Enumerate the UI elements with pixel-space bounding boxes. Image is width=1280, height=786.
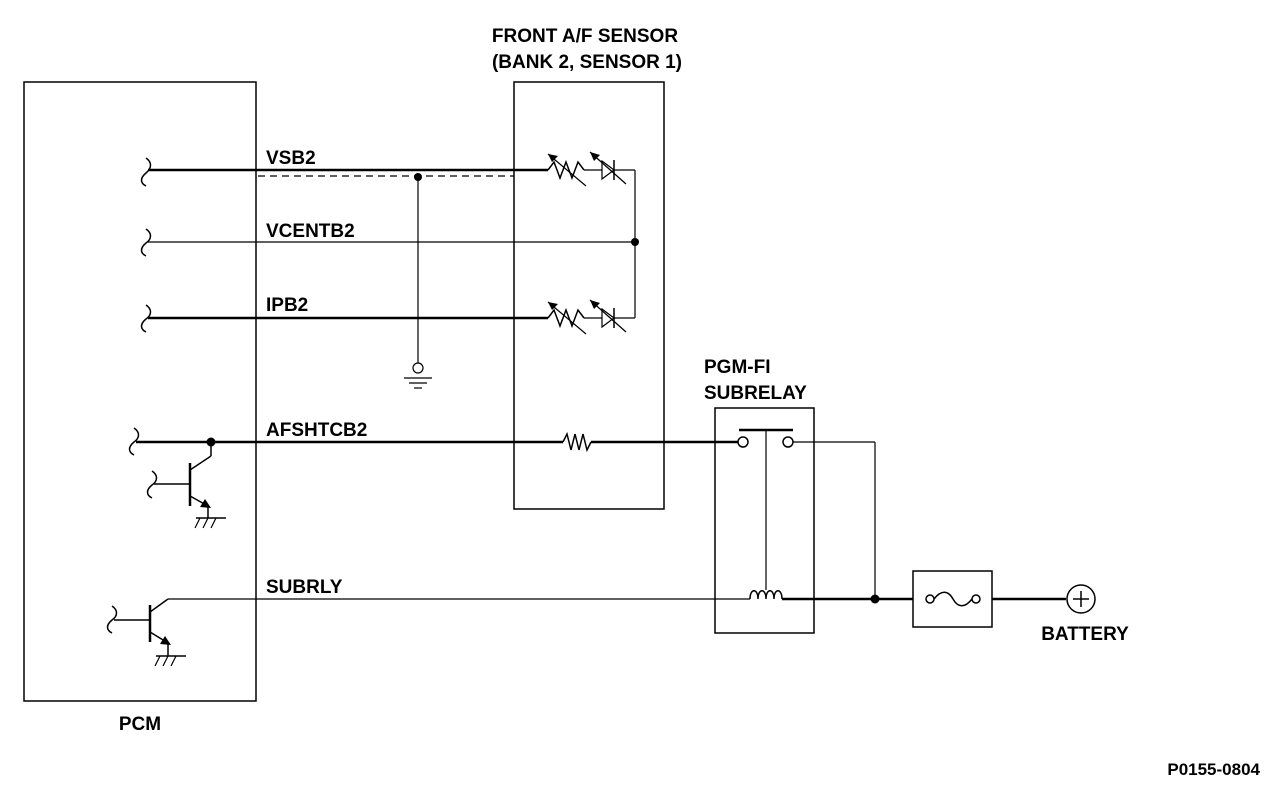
sensor-lower-cell <box>547 299 635 335</box>
subrelay-coil <box>749 590 913 601</box>
subrelay-driver-transistor <box>106 598 186 667</box>
pcm-label: PCM <box>119 714 161 735</box>
subrelay-title-line1: PGM-FI <box>704 357 771 378</box>
vcentb2-label: VCENTB2 <box>266 221 355 242</box>
fuse-element <box>925 591 981 607</box>
pcm-box <box>23 81 257 702</box>
heater-resistor <box>562 431 592 453</box>
sensor-title-line1: FRONT A/F SENSOR <box>492 26 678 47</box>
battery-feed-junction <box>870 594 880 604</box>
subrelay-box <box>714 407 815 634</box>
subrelay-switch <box>737 428 875 590</box>
heater-driver-transistor <box>146 442 226 529</box>
vsb2-wire <box>140 157 548 187</box>
sensor-title-line2: (BANK 2, SENSOR 1) <box>492 52 682 73</box>
afshtcb2-wire <box>128 427 738 456</box>
sensor-upper-cell <box>547 151 635 187</box>
figure-code: P0155-0804 <box>1167 760 1260 779</box>
battery-positive-icon <box>1066 584 1096 614</box>
shield-ground <box>404 177 432 389</box>
battery-label: BATTERY <box>1041 624 1129 645</box>
afshtcb2-label: AFSHTCB2 <box>266 420 367 441</box>
vcentb2-wire <box>140 228 639 257</box>
ipb2-label: IPB2 <box>266 295 308 316</box>
sensor-box <box>513 81 665 510</box>
subrelay-title-line2: SUBRELAY <box>704 383 807 404</box>
subrly-label: SUBRLY <box>266 577 343 598</box>
ipb2-wire <box>140 304 548 333</box>
vsb2-label: VSB2 <box>266 148 316 169</box>
